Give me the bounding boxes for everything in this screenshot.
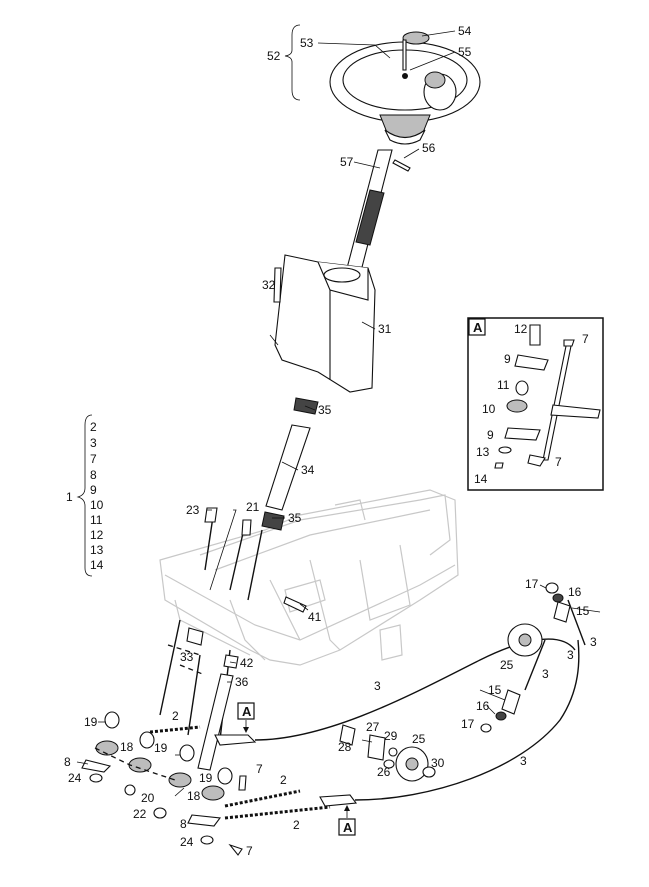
callout-35-upper: 35	[318, 403, 332, 417]
callout-52: 52	[267, 49, 281, 63]
kit-list: 1 2 3 7 8 9 10 11 12 13 14	[66, 420, 104, 572]
callout-36: 36	[235, 675, 249, 689]
callout-26: 26	[377, 765, 391, 779]
callout-2-a: 2	[172, 709, 179, 723]
callout-21: 21	[246, 500, 260, 514]
callout-16-a: 16	[568, 585, 582, 599]
callout-34: 34	[301, 463, 315, 477]
inset-callout-11: 11	[497, 378, 510, 392]
callout-28: 28	[338, 740, 352, 754]
tractor-frame	[159, 489, 459, 666]
inset-callout-14: 14	[474, 472, 488, 486]
inset-callout-12: 12	[514, 322, 528, 336]
callout-7-a: 7	[256, 762, 263, 776]
callout-3-b: 3	[590, 635, 597, 649]
kit-parent-number: 1	[66, 490, 73, 504]
kit-item: 3	[90, 436, 97, 450]
detail-reference-a-top: A	[237, 702, 255, 733]
kit-item: 2	[90, 420, 97, 434]
callout-25-a: 25	[500, 658, 514, 672]
callout-18-a: 18	[120, 740, 134, 754]
callout-15-a: 15	[576, 604, 590, 618]
inset-callout-7-a: 7	[582, 332, 589, 346]
callout-41: 41	[308, 610, 322, 624]
callout-15-b: 15	[488, 683, 502, 697]
callout-19-a: 19	[84, 715, 98, 729]
callout-labels: 53 54 55 52 56 57 32 31 35 34 35 23 21 4…	[64, 24, 597, 858]
inset-callout-13: 13	[476, 445, 490, 459]
callout-18-b: 18	[187, 789, 201, 803]
kit-item: 11	[90, 513, 103, 527]
callout-22: 22	[133, 807, 147, 821]
inset-title: A	[473, 320, 483, 335]
callout-23: 23	[186, 503, 200, 517]
callout-30: 30	[431, 756, 445, 770]
callout-25-b: 25	[412, 732, 426, 746]
kit-item: 12	[90, 528, 104, 542]
callout-24-a: 24	[68, 771, 82, 785]
kit-brace	[76, 24, 301, 577]
callout-55: 55	[458, 45, 472, 59]
steering-wheel	[329, 31, 481, 145]
callout-20: 20	[141, 791, 155, 805]
leader-lines	[76, 30, 601, 797]
callout-31: 31	[378, 322, 392, 336]
callout-54: 54	[458, 24, 472, 38]
callout-33: 33	[180, 650, 194, 664]
inset-labels: A 12 7 9 11 10 9 13 14 7	[473, 320, 589, 486]
callout-53: 53	[300, 36, 314, 50]
callout-56: 56	[422, 141, 436, 155]
callout-32: 32	[262, 278, 276, 292]
callout-29: 29	[384, 729, 398, 743]
callout-8-b: 8	[180, 817, 187, 831]
lower-steering-assembly	[81, 619, 358, 856]
callout-3-a: 3	[374, 679, 381, 693]
kit-item: 14	[90, 558, 104, 572]
callout-42: 42	[240, 656, 254, 670]
detail-ref-a: A	[242, 704, 252, 719]
callout-19-b: 19	[154, 741, 168, 755]
inset-callout-10: 10	[482, 402, 496, 416]
callout-2-b: 2	[280, 773, 287, 787]
callout-3-e: 3	[567, 648, 574, 662]
lower-column	[204, 267, 319, 613]
callout-17-a: 17	[525, 577, 539, 591]
callout-24-b: 24	[180, 835, 194, 849]
callout-3-d: 3	[520, 754, 527, 768]
inset-detail-a	[467, 317, 604, 491]
kit-item: 9	[90, 483, 97, 497]
callout-8-a: 8	[64, 755, 71, 769]
detail-ref-a: A	[343, 820, 353, 835]
callout-19-c: 19	[199, 771, 213, 785]
inset-callout-9-b: 9	[487, 428, 494, 442]
inset-callout-7-b: 7	[555, 455, 562, 469]
callout-27: 27	[366, 720, 380, 734]
kit-item: 13	[90, 543, 104, 557]
callout-57: 57	[340, 155, 354, 169]
callout-16-b: 16	[476, 699, 490, 713]
dash-bracket	[269, 254, 376, 393]
kit-item: 8	[90, 468, 97, 482]
callout-3-c: 3	[542, 667, 549, 681]
cable-assembly	[254, 582, 586, 801]
kit-item: 7	[90, 452, 97, 466]
kit-item: 10	[90, 498, 104, 512]
steering-shaft	[345, 149, 411, 276]
callout-2-c: 2	[293, 818, 300, 832]
callout-7-b: 7	[246, 844, 253, 858]
detail-reference-a-bottom: A	[338, 805, 356, 836]
callout-17-b: 17	[461, 717, 475, 731]
callout-35-lower: 35	[288, 511, 302, 525]
inset-callout-9-a: 9	[504, 352, 511, 366]
